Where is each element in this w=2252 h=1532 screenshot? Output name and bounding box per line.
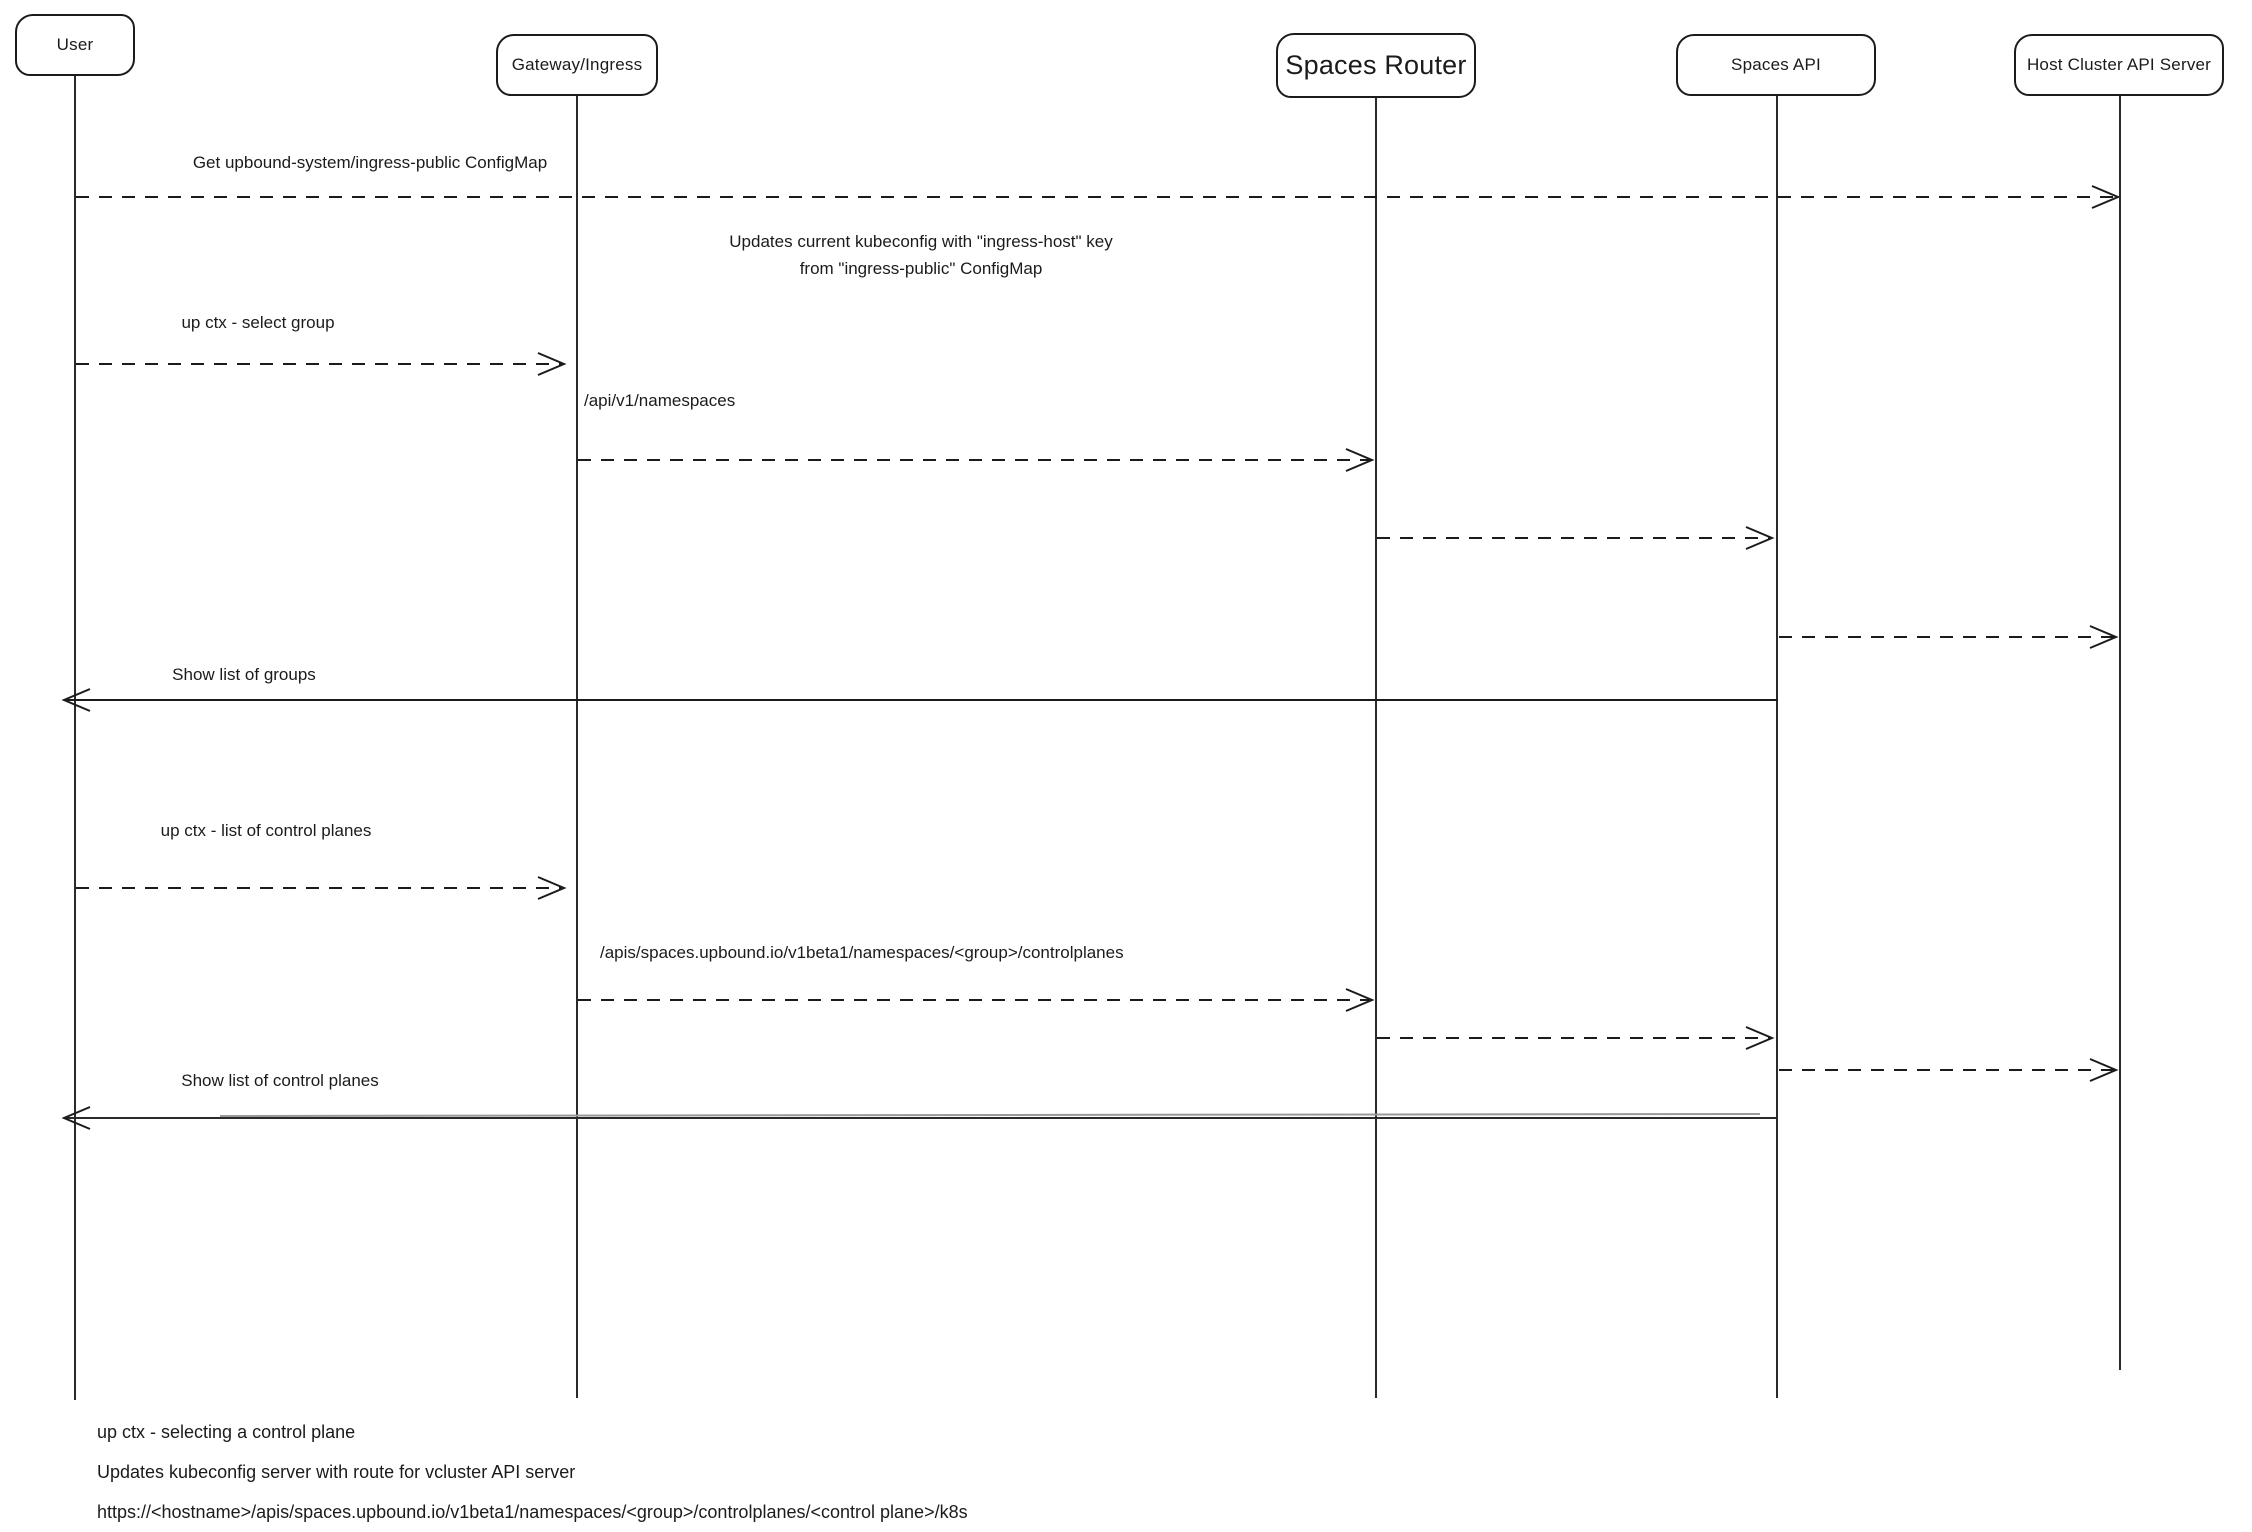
actor-box-user: User	[15, 14, 135, 76]
actor-label-user: User	[56, 35, 94, 54]
message-label-show-groups: Show list of groups	[172, 665, 316, 684]
footer-line-vcluster-url: https://<hostname>/apis/spaces.upbound.i…	[97, 1502, 968, 1522]
lifeline-spaces-router	[1375, 98, 1377, 1398]
message-arrow-select-group	[76, 352, 567, 376]
actor-box-host-cluster-api-server: Host Cluster API Server	[2014, 34, 2224, 96]
actor-box-spaces-router: Spaces Router	[1276, 33, 1476, 98]
message-label-show-control-planes: Show list of control planes	[181, 1071, 379, 1090]
message-arrow-router-to-api	[1377, 526, 1775, 550]
message-arrow-show-groups	[61, 688, 1778, 712]
message-label-list-control-planes: up ctx - list of control planes	[160, 821, 372, 840]
message-arrow-get-configmap	[76, 185, 2121, 209]
message-arrow-list-control-planes	[76, 876, 567, 900]
message-arrow-router-to-api-2	[1377, 1026, 1775, 1050]
message-label-controlplanes-endpoint: /apis/spaces.upbound.io/v1beta1/namespac…	[600, 943, 1124, 962]
lifeline-spaces-api	[1776, 96, 1778, 1398]
message-label-api-v1-namespaces: /api/v1/namespaces	[584, 391, 736, 410]
actor-label-spaces-router: Spaces Router	[1285, 50, 1467, 80]
message-arrow-api-to-host-2	[1779, 1058, 2119, 1082]
message-arrow-api-v1-namespaces	[578, 448, 1375, 472]
footer-line-updates-kubeconfig: Updates kubeconfig server with route for…	[97, 1462, 576, 1482]
message-arrow-controlplanes-endpoint	[578, 988, 1375, 1012]
note-kubeconfig-update: Updates current kubeconfig with "ingress…	[671, 228, 1171, 282]
message-arrow-api-to-host	[1779, 625, 2119, 649]
footer-line-selecting-control-plane: up ctx - selecting a control plane	[97, 1422, 356, 1442]
note-line-2: from "ingress-public" ConfigMap	[799, 259, 1043, 278]
actor-box-gateway-ingress: Gateway/Ingress	[496, 34, 658, 96]
actor-label-host-cluster-api-server: Host Cluster API Server	[2026, 55, 2212, 74]
message-label-select-group: up ctx - select group	[181, 313, 335, 332]
actor-label-spaces-api: Spaces API	[1731, 55, 1821, 74]
message-arrow-show-control-planes	[61, 1106, 1776, 1130]
message-label-get-configmap: Get upbound-system/ingress-public Config…	[192, 153, 548, 172]
note-line-1: Updates current kubeconfig with "ingress…	[729, 232, 1113, 251]
actor-box-spaces-api: Spaces API	[1676, 34, 1876, 96]
lifeline-user	[74, 76, 76, 1400]
lifeline-host-cluster-api-server	[2119, 96, 2121, 1370]
lifeline-gateway-ingress	[576, 96, 578, 1398]
actor-label-gateway-ingress: Gateway/Ingress	[511, 55, 643, 74]
